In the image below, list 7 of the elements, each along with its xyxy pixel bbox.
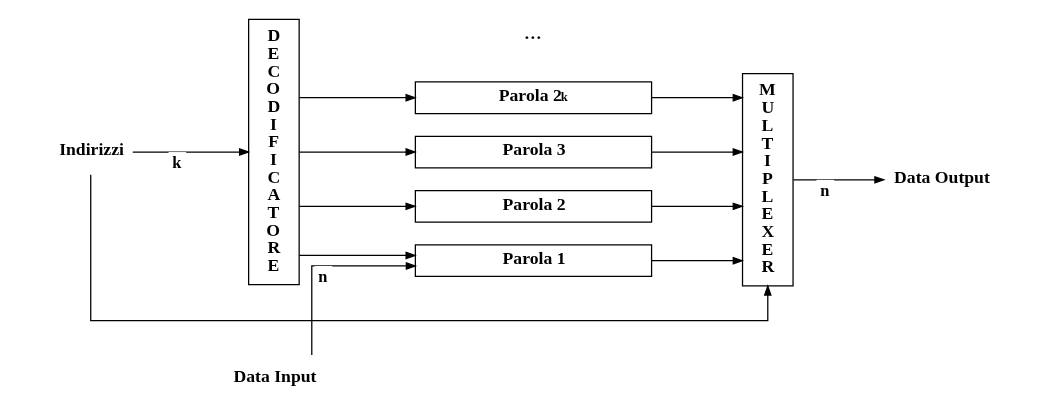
edge-label: n	[820, 180, 830, 200]
node-text: Indirizzi	[59, 139, 124, 160]
node-text: Data Input	[233, 365, 317, 386]
edge-label: n	[318, 266, 328, 286]
edge-label: k	[172, 152, 182, 172]
label: …	[524, 23, 542, 44]
node-text: Data Output	[894, 167, 990, 188]
